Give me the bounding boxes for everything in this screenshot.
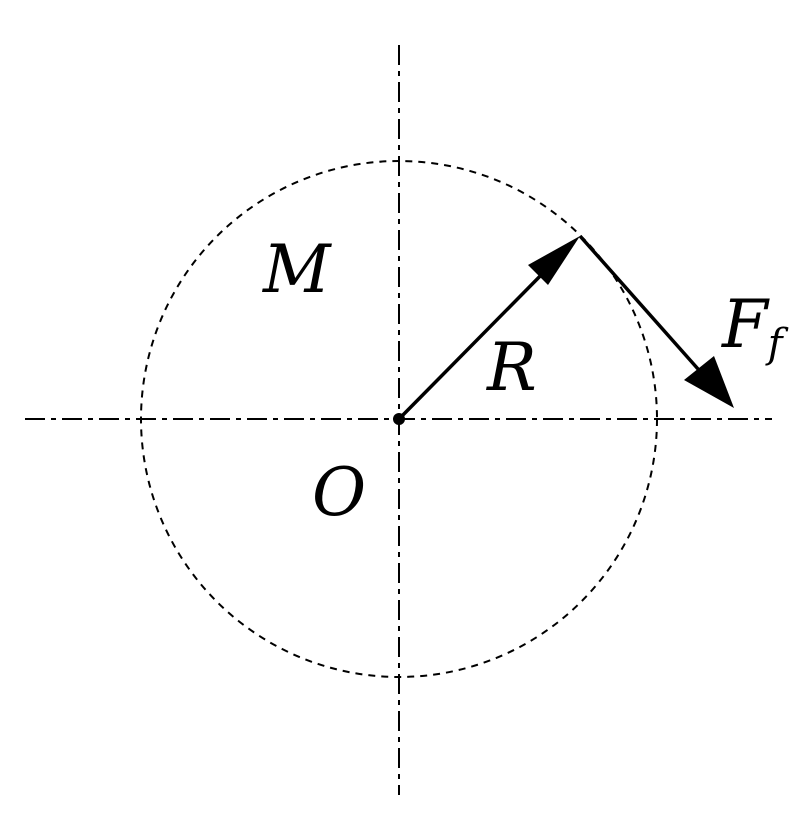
radius-vector-arrowhead bbox=[528, 236, 580, 285]
label-force: Ff bbox=[721, 286, 789, 367]
label-force-main: F bbox=[721, 286, 770, 363]
force-vector-arrowhead bbox=[684, 356, 734, 408]
force-vector-line bbox=[578, 234, 708, 380]
label-origin: O bbox=[312, 454, 366, 531]
label-radius: R bbox=[486, 329, 537, 406]
radius-vector-line bbox=[397, 261, 555, 421]
dashed-circle bbox=[140, 160, 658, 678]
label-mass: M bbox=[262, 231, 332, 308]
center-point bbox=[393, 413, 405, 425]
label-force-subscript: f bbox=[765, 321, 789, 367]
